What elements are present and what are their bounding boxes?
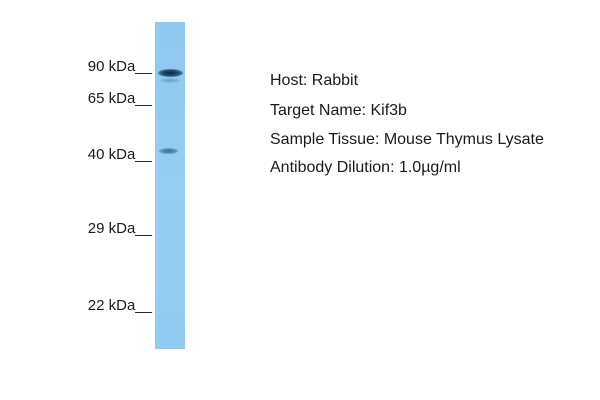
sample-tissue-label: Sample Tissue: Mouse Thymus Lysate bbox=[270, 131, 544, 148]
target-name-label: Target Name: Kif3b bbox=[270, 102, 407, 119]
marker-90kda: 90 kDa__ bbox=[87, 58, 152, 75]
host-label: Host: Rabbit bbox=[270, 72, 359, 89]
band-faint-below-90kda bbox=[160, 78, 180, 83]
marker-29kda: 29 kDa__ bbox=[87, 220, 152, 237]
marker-22kda: 22 kDa__ bbox=[87, 297, 152, 314]
band-40kda bbox=[159, 148, 178, 154]
marker-65kda: 65 kDa__ bbox=[87, 90, 152, 107]
marker-40kda: 40 kDa__ bbox=[87, 146, 152, 163]
band-90kda bbox=[158, 69, 183, 77]
antibody-dilution-label: Antibody Dilution: 1.0µg/ml bbox=[270, 159, 461, 176]
